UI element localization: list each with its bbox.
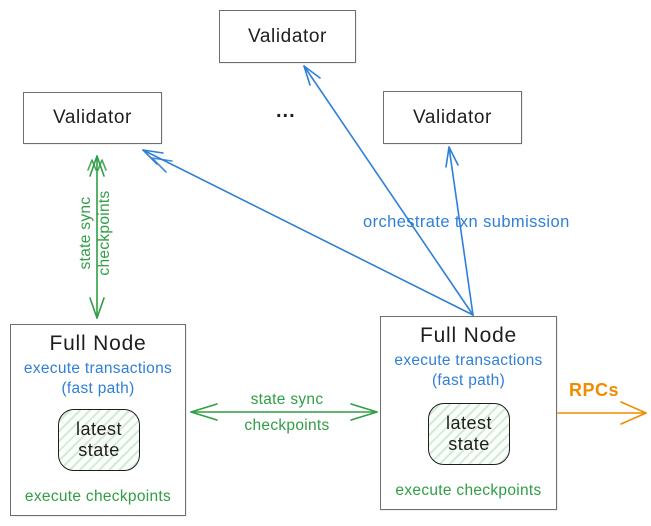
- state-sync-vertical-label: state sync checkpoints: [75, 153, 115, 313]
- full-node-left-fast-path: (fast path): [61, 380, 135, 397]
- full-node-left-latest-state-box: latest state: [58, 409, 140, 471]
- latest-state-line1: latest: [75, 419, 123, 439]
- full-node-left-box: Full Node execute transactions (fast pat…: [10, 324, 186, 516]
- validators-ellipsis: ...: [276, 100, 296, 122]
- state-sync-vertical-line2: checkpoints: [96, 190, 113, 276]
- rpcs-label: RPCs: [569, 380, 620, 400]
- state-sync-vertical-line1: state sync: [77, 196, 94, 270]
- latest-state-line2: state: [78, 440, 120, 460]
- validator-right-label: Validator: [413, 106, 492, 128]
- full-node-right-fast-path: (fast path): [431, 372, 506, 389]
- validator-top-label: Validator: [248, 25, 327, 47]
- orchestrate-txn-submission-label: orchestrate txn submission: [363, 213, 570, 231]
- validator-top-box: Validator: [219, 10, 356, 63]
- full-node-right-execute-transactions: execute transactions: [394, 352, 543, 369]
- orchestrate-arrow-to-left-validator: [142, 149, 474, 316]
- full-node-left-title: Full Node: [49, 332, 147, 355]
- state-sync-horizontal-label: state sync checkpoints: [213, 391, 361, 434]
- state-sync-horizontal-line1: state sync: [250, 391, 324, 408]
- full-node-right-latest-state-box: latest state: [428, 403, 510, 465]
- rpcs-arrow: [557, 401, 647, 425]
- latest-state-line2: state: [448, 434, 490, 454]
- full-node-right-execute-checkpoints: execute checkpoints: [395, 482, 542, 499]
- full-node-left-execute-checkpoints: execute checkpoints: [24, 488, 172, 505]
- full-node-right-box: Full Node execute transactions (fast pat…: [380, 316, 557, 510]
- validator-left-label: Validator: [53, 107, 132, 128]
- full-node-right-title: Full Node: [419, 324, 518, 347]
- validator-left-box: Validator: [23, 92, 162, 144]
- validator-right-box: Validator: [383, 91, 522, 144]
- full-node-left-execute-transactions: execute transactions: [23, 360, 173, 377]
- state-sync-horizontal-line2: checkpoints: [244, 417, 330, 434]
- latest-state-line1: latest: [445, 413, 493, 433]
